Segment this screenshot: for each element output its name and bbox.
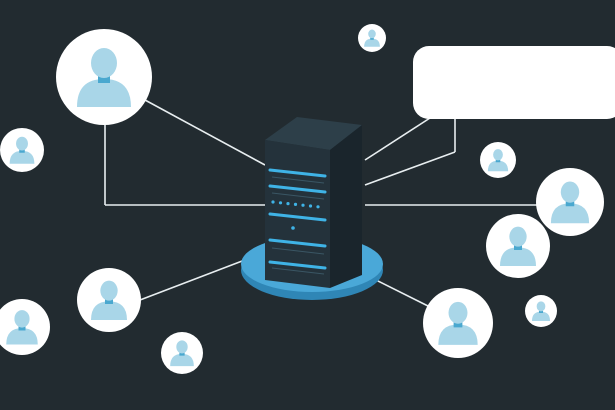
user-avatar [536,168,604,236]
user-icon [170,340,194,367]
led-strip [268,238,327,248]
connection-line [364,117,431,161]
user-avatar [0,128,44,172]
led-strip [268,184,327,194]
vent-line [271,192,325,200]
user-icon [6,310,38,345]
status-light [301,203,305,207]
user-avatar [423,288,493,358]
connection-lines [104,99,540,307]
status-light [271,200,275,204]
connection-line [139,257,251,301]
connection-line [371,277,429,307]
speech-bubble [413,46,615,119]
user-icon [550,181,590,224]
vent-line [271,176,325,184]
status-light [286,202,290,206]
user-avatar [480,142,516,178]
user-icon [532,301,550,321]
vent-line [271,267,325,275]
user-icon [364,29,380,47]
user-icon [91,280,127,320]
user-icon [9,136,35,164]
user-icon [500,226,536,266]
led-strip [268,260,327,270]
user-avatar [486,214,550,278]
user-avatar [358,24,386,52]
status-light [293,202,298,206]
server-front [265,140,330,288]
server-top [265,117,362,150]
user-avatar [525,295,557,327]
status-light [308,204,313,208]
led-strip [268,168,327,178]
server-side [330,125,362,288]
user-avatar [56,29,152,125]
user-icon [77,48,131,107]
status-light [316,205,320,209]
vent-line [271,247,325,255]
connection-line [364,151,456,186]
user-avatar [0,299,50,355]
server [241,117,383,300]
user-avatar [161,332,203,374]
server-leds [268,168,327,275]
connection-line [144,99,266,166]
user-avatars [0,24,604,374]
status-light [278,201,283,205]
power-light [291,226,295,230]
user-avatar [77,268,141,332]
user-icon [438,301,478,345]
user-icon [487,149,509,172]
led-strip [268,212,327,222]
